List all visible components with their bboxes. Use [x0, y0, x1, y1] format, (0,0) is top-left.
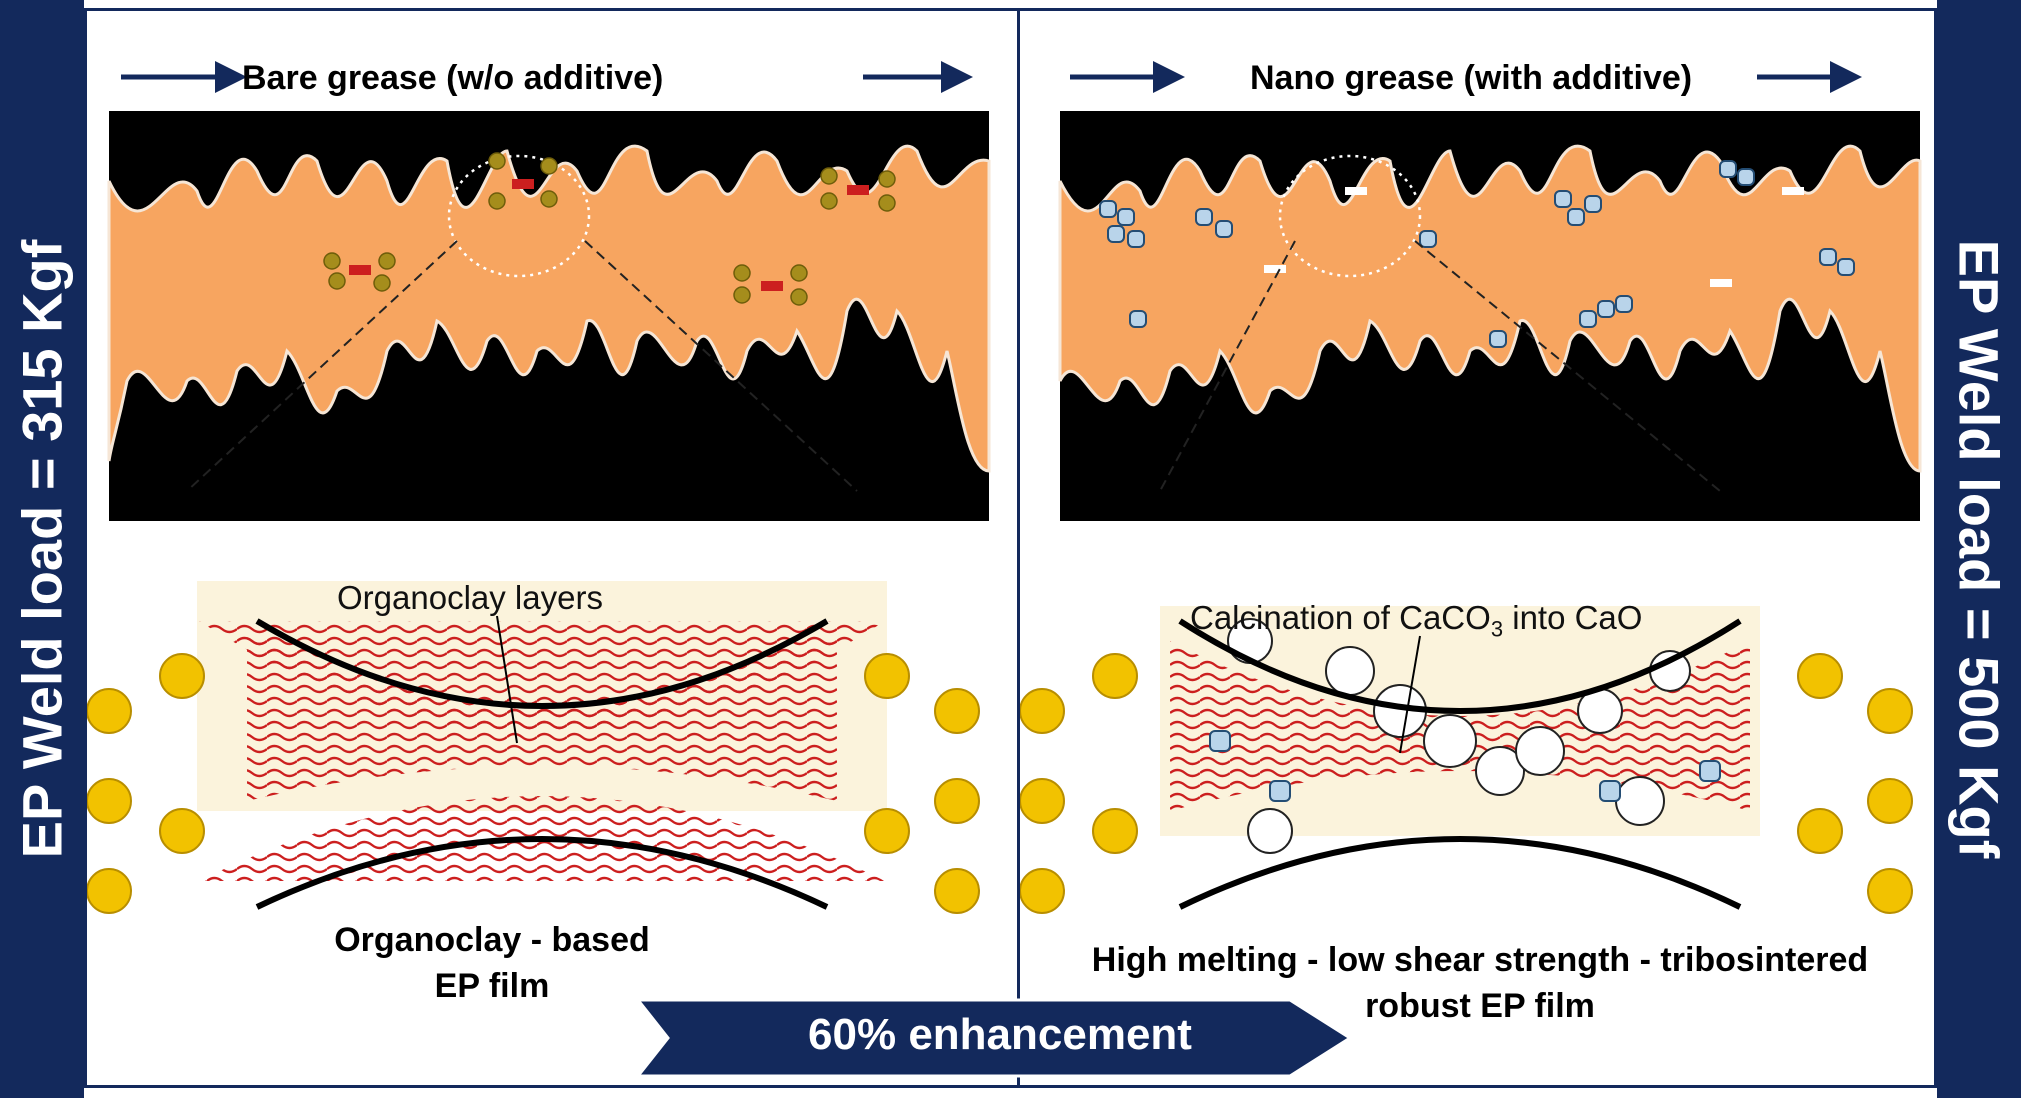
- right-upper-surface: [1178, 618, 1742, 714]
- right-lower-surface: [1178, 836, 1742, 910]
- nano-grease-panel: Nano grease (with additive) Calcination …: [1017, 8, 1937, 1088]
- left-arrow-2: [863, 61, 973, 93]
- left-load-bar: EP Weld load = 315 Kgf: [0, 0, 84, 1098]
- bare-grease-illustration: [87, 61, 991, 914]
- nano-grease-illustration: [1020, 61, 1922, 914]
- enhancement-label: 60% enhancement: [808, 1010, 1192, 1059]
- calcination-label: Calcination of CaCO3 into CaO: [1190, 599, 1642, 643]
- right-caption-line2: robust EP film: [1365, 987, 1595, 1025]
- grease-layer: [107, 144, 991, 473]
- nano-grease-heading: Nano grease (with additive): [1250, 59, 1693, 97]
- right-arrow-1: [1070, 61, 1185, 93]
- left-arrow-1: [121, 61, 247, 93]
- right-droplets: [1020, 653, 1913, 914]
- left-caption-line2: EP film: [434, 967, 550, 1005]
- calcium-carbonate-particles: [1099, 160, 1855, 348]
- left-lower-surface: [255, 836, 829, 910]
- right-caption-line1: High melting - low shear strength - trib…: [1091, 941, 1869, 979]
- calcination-label-prefix: Calcination of CaCO: [1190, 599, 1491, 636]
- calcination-label-suffix: into CaO: [1503, 599, 1643, 636]
- left-film-caption: Organoclay - based EP film: [327, 917, 657, 1009]
- left-caption-line1: Organoclay - based: [334, 921, 650, 959]
- right-load-bar: EP Weld load = 500 Kgf: [1937, 0, 2021, 1098]
- right-film-caption: High melting - low shear strength - trib…: [1030, 937, 1930, 1029]
- calcium-oxide-clusters: [1227, 618, 1691, 854]
- left-droplets: [87, 653, 980, 914]
- left-upper-surface: [255, 618, 829, 709]
- calcination-label-sub: 3: [1490, 616, 1504, 642]
- organoclay-layers-label: Organoclay layers: [337, 579, 603, 616]
- nano-grease-layer: [1058, 144, 1922, 473]
- right-arrow-2: [1757, 61, 1862, 93]
- bare-grease-panel: Bare grease (w/o additive) Organoclay la…: [84, 8, 1020, 1088]
- bare-grease-heading: Bare grease (w/o additive): [242, 59, 664, 97]
